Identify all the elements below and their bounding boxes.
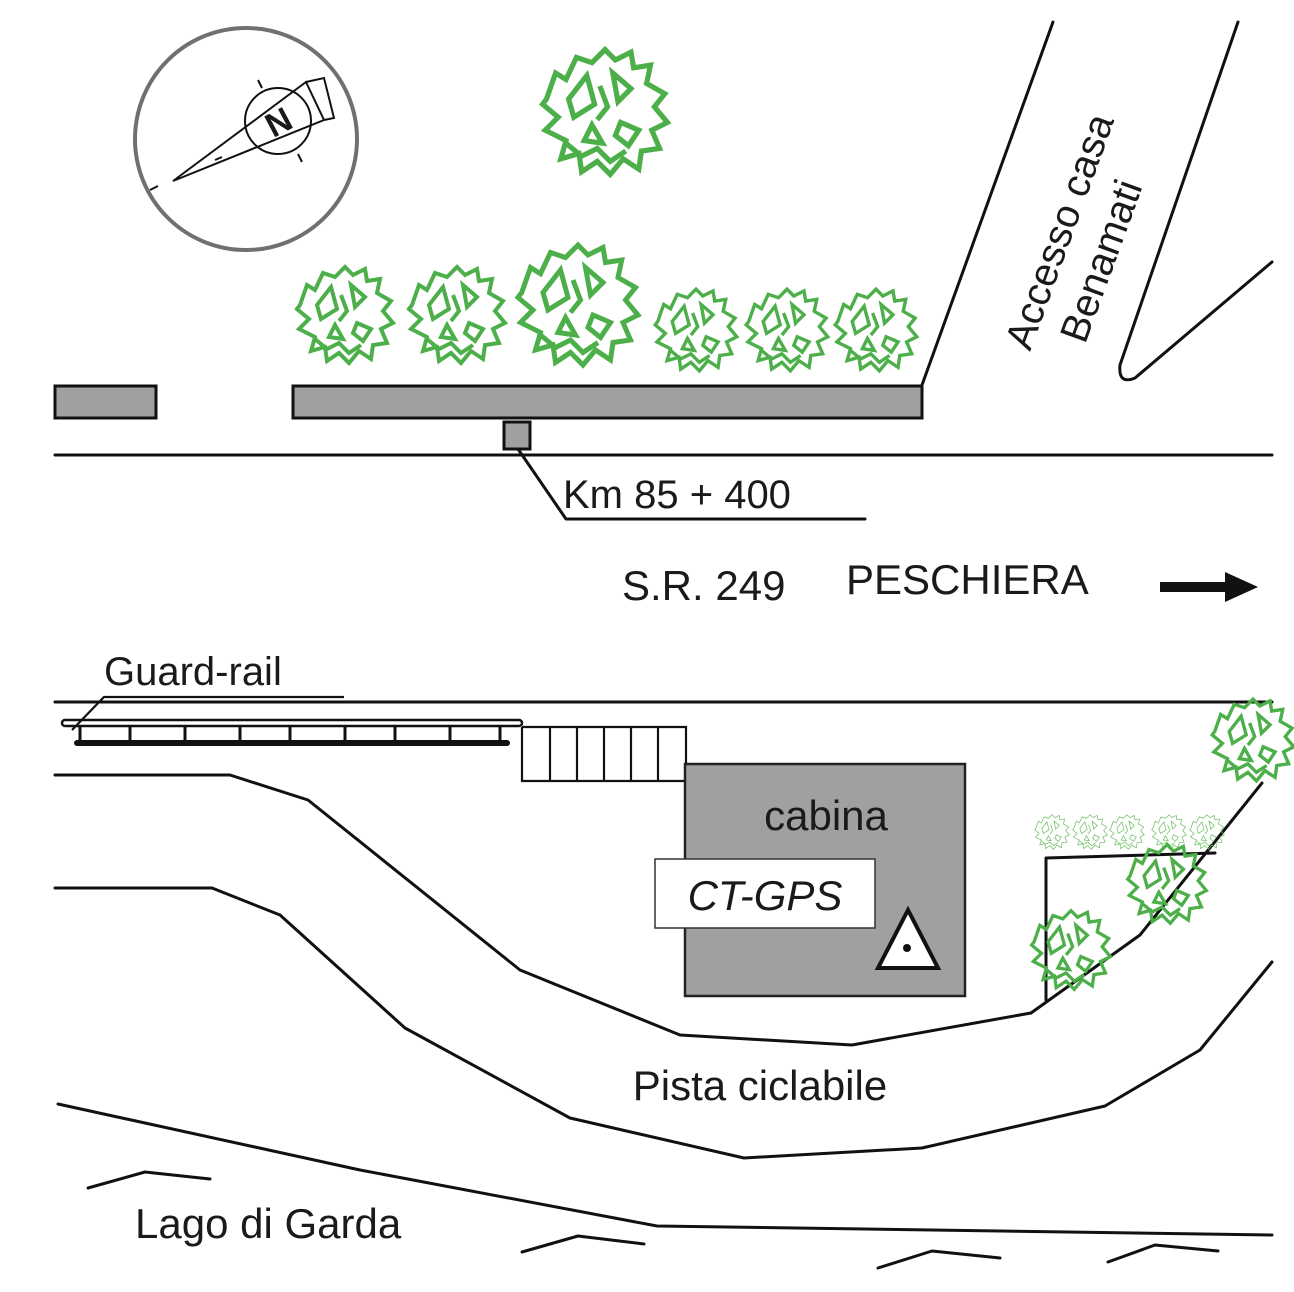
- small-tree-icon: [1151, 814, 1187, 850]
- compass: N: [133, 26, 359, 252]
- access-road: Accesso casa Benamati: [920, 20, 1274, 387]
- building-long: [291, 384, 924, 420]
- tree-icon: [407, 265, 507, 365]
- km-marker-callout: Km 85 + 400: [516, 447, 867, 521]
- guard-rail-label: Guard-rail: [104, 650, 282, 694]
- km-marker-label: Km 85 + 400: [563, 473, 791, 517]
- small-tree-icon: [1109, 814, 1145, 850]
- cabin-label: cabina: [764, 792, 888, 839]
- steps: [520, 725, 688, 783]
- tree-icon: [744, 287, 830, 373]
- km-marker-post: [502, 420, 532, 451]
- lake-label: Lago di Garda: [135, 1200, 402, 1247]
- bike-path-label: Pista ciclabile: [633, 1062, 887, 1109]
- lake: Lago di Garda: [56, 1102, 1274, 1270]
- small-tree-icon: [1034, 814, 1070, 850]
- station-label-box: [654, 858, 876, 929]
- tree-icon: [833, 287, 919, 373]
- road-name-label: S.R. 249: [622, 562, 785, 609]
- compass-north-label: N: [259, 100, 299, 145]
- tree-icon: [543, 50, 668, 175]
- direction-label: PESCHIERA: [846, 556, 1089, 603]
- bike-path: Pista ciclabile: [53, 773, 1274, 1160]
- station-label: CT-GPS: [688, 872, 843, 919]
- tree-upper-single: [543, 50, 668, 175]
- water-wave-icons: [86, 1170, 1220, 1270]
- north-arrow-icon: N: [149, 76, 336, 191]
- right-embankment: [1029, 697, 1294, 1015]
- tree-icon: [295, 265, 395, 365]
- tree-icon: [518, 245, 638, 365]
- right-arrow-icon: [1160, 572, 1258, 602]
- cabin: cabina CT-GPS: [654, 762, 967, 998]
- small-tree-icon: [1189, 814, 1225, 850]
- guard-rail: Guard-rail: [60, 650, 524, 746]
- compass-ring: [133, 26, 359, 252]
- building-small-left: [53, 384, 158, 420]
- small-tree-icon: [1072, 814, 1108, 850]
- tree-row-top: [295, 245, 919, 373]
- tree-icon: [1030, 909, 1112, 991]
- road-direction: S.R. 249 PESCHIERA: [622, 556, 1258, 609]
- tree-icon: [653, 287, 739, 373]
- tree-icon: [1210, 697, 1294, 783]
- triangle-benchmark-icon: [874, 905, 942, 970]
